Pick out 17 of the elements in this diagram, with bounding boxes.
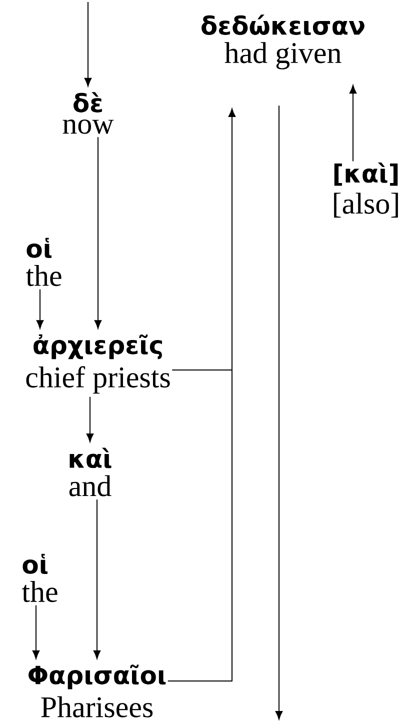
arrow xyxy=(86,396,94,442)
word-pair: δεδώκεισαν had given xyxy=(202,14,364,70)
word-pair: δὲ now xyxy=(62,92,114,134)
word-pair: ἀρχιερεῖς chief priests xyxy=(26,334,170,394)
arrow xyxy=(84,2,92,86)
word-pair: οἱ the xyxy=(22,554,58,602)
word-pair: [καὶ] [also] xyxy=(334,162,398,218)
word-pair: Φαρισαῖοι Pharisees xyxy=(28,664,166,718)
word-pair: καὶ and xyxy=(69,448,112,496)
bracket-arrow xyxy=(167,108,236,682)
arrow xyxy=(93,499,101,659)
arrow xyxy=(32,604,40,659)
arrow xyxy=(275,105,283,720)
arrow xyxy=(94,136,102,329)
arrow xyxy=(36,288,44,329)
word-pair: οἱ the xyxy=(26,238,62,286)
arrow xyxy=(349,85,357,162)
